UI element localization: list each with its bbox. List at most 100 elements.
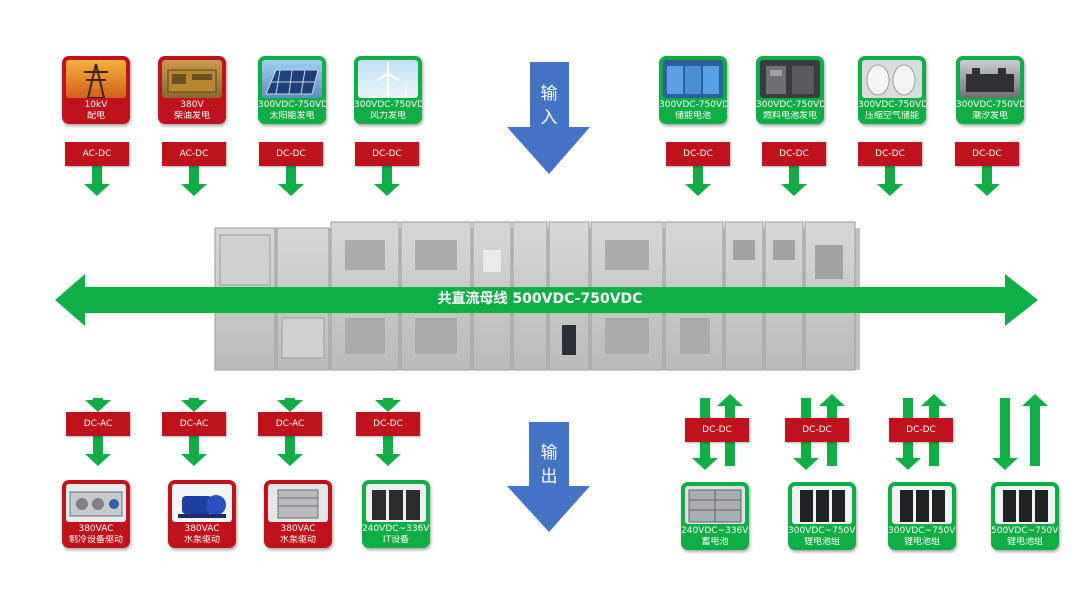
converter-dc-dc-bidirectional: DC-DC [889, 418, 953, 442]
source-card-tidal: 300VDC-750VDC 潮汐发电 [956, 56, 1024, 124]
flow-arrow-down [278, 166, 304, 196]
converter-ac-dc: AC-DC [162, 142, 226, 166]
load-card-chiller: 380VAC 制冷设备驱动 [62, 480, 130, 548]
source-voltage: 380V [180, 100, 204, 110]
load-card-water-pump: 380VAC 水泵驱动 [168, 480, 236, 548]
wind-turbine-icon [358, 60, 418, 98]
dc-bus-arrow [55, 274, 1038, 326]
lithium-battery-icon [892, 486, 952, 524]
power-tower-icon [66, 60, 126, 98]
source-card-wind: 300VDC-750VDC 风力发电 [354, 56, 422, 124]
source-name: 燃料电池发电 [762, 111, 817, 121]
input-label-line1: 输 [540, 84, 558, 104]
storage-card-lithium-3: 500VDC~750VDC 锂电池组 [991, 482, 1059, 550]
load-name: 制冷设备驱动 [68, 535, 123, 545]
converter-dc-dc: DC-DC [858, 142, 922, 166]
source-card-diesel-generator: 380V 柴油发电 [158, 56, 226, 124]
storage-voltage: 300VDC~750VDC [788, 526, 856, 536]
load-voltage: 380VAC [280, 524, 316, 534]
storage-voltage: 240VDC~336VDC [681, 526, 749, 536]
source-name: 配电 [86, 111, 105, 121]
storage-card-lithium-1: 300VDC~750VDC 锂电池组 [788, 482, 856, 550]
flow-arrow-down [374, 166, 400, 196]
source-card-solar: 300VDC-750VDC 太阳能发电 [258, 56, 326, 124]
storage-battery-icon [663, 60, 723, 98]
flow-arrow-down [277, 436, 303, 466]
output-flow-arrows [85, 398, 401, 466]
lithium-battery-icon [792, 486, 852, 524]
flow-arrow-down [992, 398, 1018, 470]
battery-rack-icon [685, 486, 745, 524]
solar-panel-icon [262, 60, 322, 98]
flow-arrow-down [375, 436, 401, 466]
converter-dc-dc: DC-DC [762, 142, 826, 166]
lithium-battery-icon [995, 486, 1055, 524]
storage-name: 锂电池组 [903, 537, 940, 547]
load-card-pump-unit: 380VAC 水泵驱动 [264, 480, 332, 548]
source-voltage: 300VDC-750VDC [258, 100, 326, 110]
storage-name: 锂电池组 [1006, 537, 1043, 547]
flow-arrow-down [877, 166, 903, 196]
source-card-10kv-distribution: 10kV 配电 [62, 56, 130, 124]
converter-ac-dc: AC-DC [65, 142, 129, 166]
source-name: 储能电池 [674, 111, 711, 121]
chiller-icon [66, 484, 126, 522]
source-voltage: 300VDC-750VDC [756, 100, 824, 110]
converter-dc-dc-bidirectional: DC-DC [685, 418, 749, 442]
load-name: 水泵驱动 [183, 535, 220, 545]
storage-card-lead-acid: 240VDC~336VDC 蓄电池 [681, 482, 749, 550]
server-rack-icon [366, 484, 426, 522]
converter-dc-dc: DC-DC [955, 142, 1019, 166]
flow-arrow-down [375, 398, 401, 412]
converter-dc-dc: DC-DC [259, 142, 323, 166]
source-card-fuel-cell: 300VDC-750VDC 燃料电池发电 [756, 56, 824, 124]
load-voltage: 380VAC [184, 524, 220, 534]
source-name: 压缩空气储能 [864, 111, 919, 121]
flow-arrow-up [1022, 394, 1048, 466]
fuel-cell-icon [760, 60, 820, 98]
output-arrow [507, 422, 590, 532]
flow-arrow-down [277, 398, 303, 412]
source-voltage: 300VDC-750VDC [354, 100, 422, 110]
flow-arrow-down [85, 436, 111, 466]
storage-voltage: 300VDC~750VDC [888, 526, 956, 536]
converter-dc-dc: DC-DC [666, 142, 730, 166]
load-name: 水泵驱动 [279, 535, 316, 545]
converter-dc-dc: DC-DC [356, 412, 420, 436]
converter-dc-ac: DC-AC [162, 412, 226, 436]
output-label-line2: 出 [540, 467, 558, 487]
source-voltage: 300VDC-750VDC [858, 100, 926, 110]
source-name: 柴油发电 [173, 111, 210, 121]
tidal-power-icon [960, 60, 1020, 98]
water-pump-icon [172, 484, 232, 522]
diesel-generator-icon [162, 60, 222, 98]
flow-arrow-down [181, 436, 207, 466]
compressed-air-icon [862, 60, 922, 98]
storage-name: 蓄电池 [701, 537, 729, 547]
flow-arrow-down [974, 166, 1000, 196]
storage-voltage: 500VDC~750VDC [991, 526, 1059, 536]
load-voltage: 240VDC~336VDC [362, 524, 430, 534]
converter-dc-dc: DC-DC [355, 142, 419, 166]
storage-card-lithium-2: 300VDC~750VDC 锂电池组 [888, 482, 956, 550]
storage-name: 锂电池组 [803, 537, 840, 547]
pump-unit-icon [268, 484, 328, 522]
load-card-it-equipment: 240VDC~336VDC IT设备 [362, 480, 430, 548]
flow-arrow-down [181, 166, 207, 196]
flow-arrow-down [85, 398, 111, 412]
source-voltage: 10kV [84, 100, 108, 110]
load-name: IT设备 [382, 535, 410, 545]
flow-arrow-down [181, 398, 207, 412]
dc-bus-label: 共直流母线 500VDC-750VDC [437, 291, 643, 307]
output-label-line1: 输 [540, 443, 558, 463]
load-voltage: 380VAC [78, 524, 114, 534]
source-name: 潮汐发电 [971, 111, 1008, 121]
source-voltage: 300VDC-750VDC [956, 100, 1024, 110]
source-name: 太阳能发电 [269, 111, 315, 121]
input-flow-arrows [84, 166, 1000, 196]
flow-arrow-down [781, 166, 807, 196]
converter-dc-ac: DC-AC [258, 412, 322, 436]
converter-dc-dc-bidirectional: DC-DC [785, 418, 849, 442]
input-label-line2: 入 [540, 108, 558, 128]
